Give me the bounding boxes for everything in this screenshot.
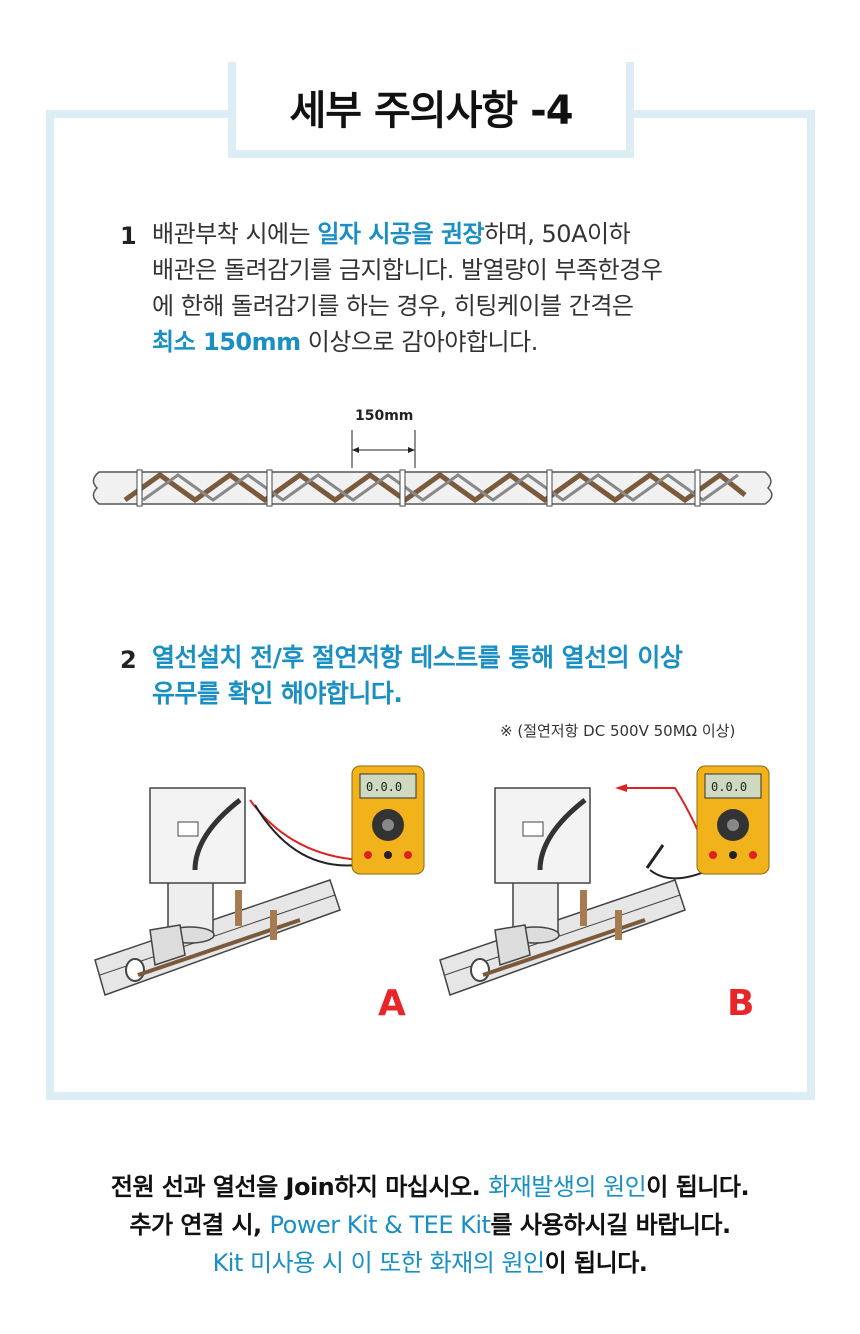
label-a: A — [378, 983, 406, 1024]
item1-line1: 배관부착 시에는 일자 시공을 권장하며, 50A이하 — [152, 216, 792, 252]
pipe-spiral-diagram: 150mm — [92, 408, 773, 507]
megger-test-illustration-b: 0.0.0 — [439, 765, 770, 996]
footer-l1-b: 이 됩니다. — [646, 1173, 750, 1201]
item2-number: 2 — [120, 646, 137, 674]
footer-l2-a: 추가 연결 시, — [129, 1211, 270, 1239]
meter-a-display: 0.0.0 — [366, 780, 402, 794]
item1-text: 배관부착 시에는 일자 시공을 권장하며, 50A이하 배관은 돌려감기를 금지… — [152, 216, 792, 360]
item1-highlight: 일자 시공을 권장 — [317, 220, 485, 248]
diagram-150mm-label: 150mm — [355, 408, 413, 424]
item1-line4: 최소 150mm 이상으로 감아야합니다. — [152, 324, 792, 360]
footer-line1: 전원 선과 열선을 Join하지 마십시오. 화재발생의 원인이 됩니다. — [0, 1168, 860, 1206]
item1-highlight-spacing: 최소 150mm — [152, 328, 301, 356]
page-title: 세부 주의사항 -4 — [289, 88, 573, 134]
item1-line1-a: 배관부착 시에는 — [152, 220, 318, 248]
footer-l3-b: 이 됩니다. — [544, 1249, 648, 1277]
item1-line4-b: 이상으로 감아야합니다. — [300, 328, 539, 356]
item1-line1-b: 하며, 50A이하 — [484, 220, 631, 248]
label-b: B — [727, 983, 755, 1024]
footer-l3-highlight: Kit 미사용 시 이 또한 화재의 원인 — [212, 1249, 546, 1277]
footer-l2-b: 를 사용하시길 바랍니다. — [490, 1211, 731, 1239]
item2-line1: 열선설치 전/후 절연저항 테스트를 통해 열선의 이상 — [152, 643, 683, 672]
title-box — [228, 62, 634, 158]
meter-b-display: 0.0.0 — [711, 780, 747, 794]
item1-line3: 에 한해 돌려감기를 하는 경우, 히팅케이블 간격은 — [152, 292, 634, 320]
item1-line2: 배관은 돌려감기를 금지합니다. 발열량이 부족한경우 — [152, 256, 663, 284]
item2-line2: 유무를 확인 해야합니다. — [152, 679, 403, 708]
footer-l1-a: 전원 선과 열선을 Join하지 마십시오. — [110, 1173, 489, 1201]
footer-line3: Kit 미사용 시 이 또한 화재의 원인이 됩니다. — [0, 1244, 860, 1282]
footer-warning: 전원 선과 열선을 Join하지 마십시오. 화재발생의 원인이 됩니다. 추가… — [0, 1168, 860, 1282]
footer-l2-highlight: Power Kit & TEE Kit — [269, 1211, 491, 1239]
item2-text: 열선설치 전/후 절연저항 테스트를 통해 열선의 이상 유무를 확인 해야합니… — [152, 640, 792, 712]
megger-test-illustration-a: 0.0.0 — [94, 765, 425, 996]
footer-l1-highlight: 화재발생의 원인 — [488, 1173, 647, 1201]
item1-number: 1 — [120, 222, 137, 250]
footer-line2: 추가 연결 시, Power Kit & TEE Kit를 사용하시길 바랍니다… — [0, 1206, 860, 1244]
insulation-note: ※ (절연저항 DC 500V 50MΩ 이상) — [500, 722, 736, 740]
